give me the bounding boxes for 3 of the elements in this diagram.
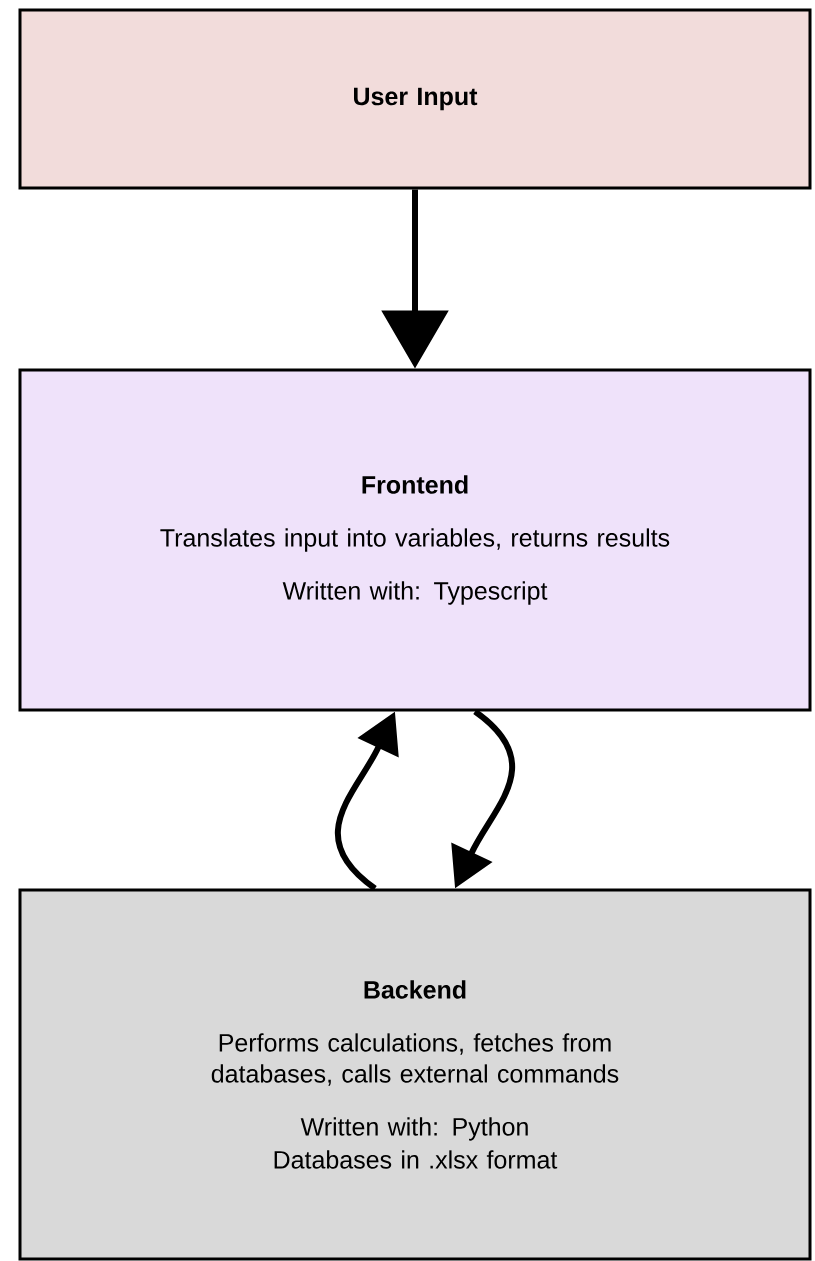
component-box: Backend Performs calculations, fetches from databases, calls external commands Written with: Python Databases in .xlsx format (18, 888, 812, 1261)
component-box: Frontend Translates input into variables, returns results Written with: Typescript (18, 368, 812, 712)
input-box: User Input (18, 8, 812, 190)
